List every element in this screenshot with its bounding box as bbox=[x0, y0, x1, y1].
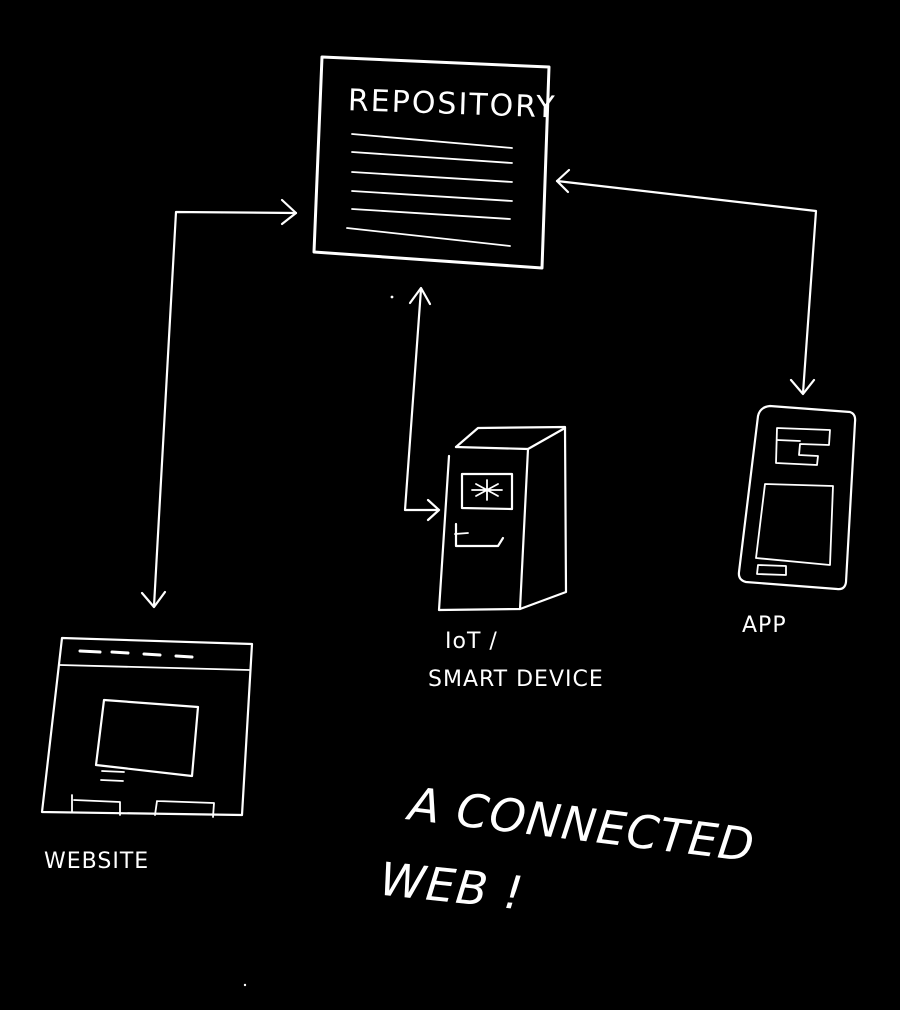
iot-label-line1: IoT / bbox=[445, 629, 498, 654]
browser-window-icon bbox=[40, 636, 254, 818]
iot-label-line2: SMART DEVICE bbox=[428, 667, 604, 692]
website-node: WEBSITE bbox=[40, 636, 254, 874]
iot-node: IoT / SMART DEVICE bbox=[428, 425, 604, 692]
kiosk-icon bbox=[437, 425, 568, 612]
smartphone-icon bbox=[737, 404, 857, 591]
ink-speck bbox=[390, 295, 394, 299]
arrowhead-to-repository-icon bbox=[280, 198, 298, 226]
repository-title: REPOSITORY bbox=[347, 83, 557, 125]
app-node: APP bbox=[737, 404, 857, 638]
connector-repository-iot bbox=[403, 286, 441, 522]
tagline-line2: WEB ! bbox=[377, 852, 526, 921]
app-label: APP bbox=[742, 613, 787, 638]
tagline: A CONNECTED WEB ! bbox=[377, 776, 758, 920]
repository-box bbox=[312, 55, 551, 270]
arrowhead-to-website-icon bbox=[140, 590, 167, 609]
arrowhead-to-repository-icon bbox=[555, 168, 571, 194]
connector-repository-website bbox=[140, 198, 298, 609]
arrowhead-to-repository-icon bbox=[408, 286, 432, 306]
repository-text-lines-icon bbox=[346, 133, 513, 247]
arrowhead-to-iot-icon bbox=[426, 498, 441, 522]
ink-speck bbox=[243, 983, 247, 987]
connector-repository-app bbox=[555, 168, 818, 396]
repository-node: REPOSITORY bbox=[312, 55, 557, 270]
arrowhead-to-app-icon bbox=[789, 378, 816, 396]
tagline-line1: A CONNECTED bbox=[403, 776, 758, 872]
website-label: WEBSITE bbox=[44, 849, 149, 874]
